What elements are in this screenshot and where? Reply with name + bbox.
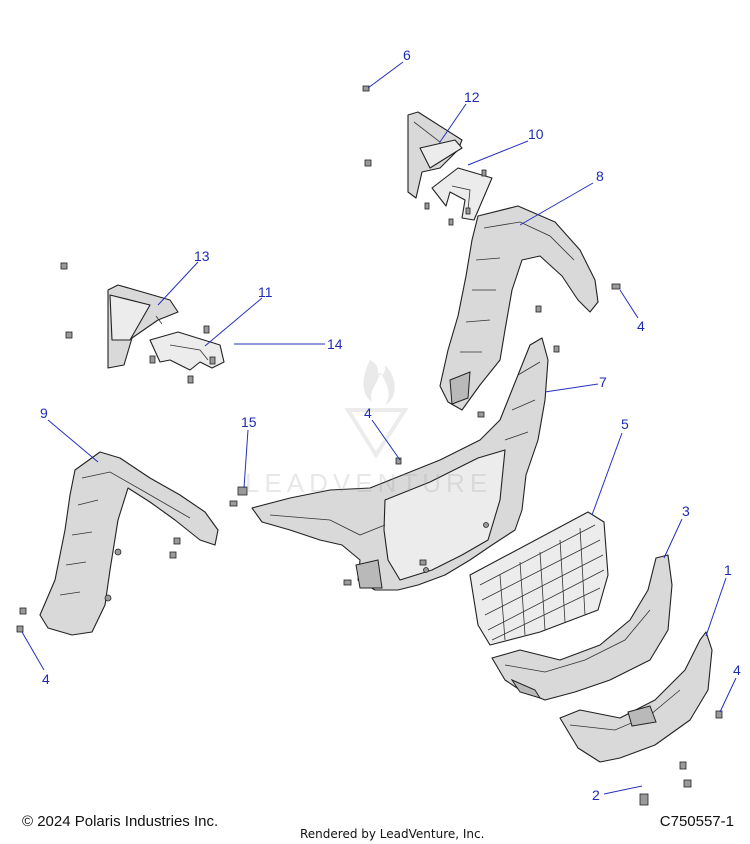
callout-4: 4 xyxy=(733,662,741,678)
rendered-by-text: Rendered by LeadVenture, Inc. xyxy=(300,827,485,841)
part-10-clip-plate xyxy=(424,167,493,226)
part-8-wheel-liner xyxy=(439,205,599,411)
callout-4: 4 xyxy=(637,318,645,334)
callout-13: 13 xyxy=(194,248,210,264)
part-12-bracket xyxy=(407,111,463,199)
watermark-text: LEADVENTURE xyxy=(245,468,493,498)
callout-4: 4 xyxy=(42,671,50,687)
callout-11: 11 xyxy=(258,284,273,300)
hardware-screws xyxy=(16,85,723,806)
part-9-wheel-liner xyxy=(39,451,219,636)
callout-10: 10 xyxy=(528,126,544,142)
part-7-front-bezel xyxy=(251,337,560,591)
callout-9: 9 xyxy=(40,405,48,421)
callout-4: 4 xyxy=(364,405,372,421)
callout-14: 14 xyxy=(327,336,343,352)
leader-lines xyxy=(21,61,737,795)
callout-labels: 6 12 10 8 13 11 14 4 7 4 9 15 5 3 1 4 4 … xyxy=(40,47,741,803)
callout-7: 7 xyxy=(599,374,607,390)
part-5-grille xyxy=(469,511,609,646)
callout-15: 15 xyxy=(241,414,257,430)
part-3-bumper-cover xyxy=(491,554,673,701)
part-15-clip xyxy=(237,486,248,496)
flame-logo-icon xyxy=(344,360,409,459)
part-1-skid-plate xyxy=(559,631,713,763)
callout-12: 12 xyxy=(464,89,480,105)
catalog-number: C750557-1 xyxy=(659,813,734,830)
part-11-clip-plate xyxy=(149,325,225,384)
callout-1: 1 xyxy=(724,562,732,578)
copyright-text: © 2024 Polaris Industries Inc. xyxy=(22,813,219,830)
part-13-bracket xyxy=(107,284,179,369)
callout-5: 5 xyxy=(621,416,629,432)
callout-6: 6 xyxy=(403,47,411,63)
callout-2: 2 xyxy=(592,787,600,803)
callout-3: 3 xyxy=(682,503,690,519)
callout-8: 8 xyxy=(596,168,604,184)
